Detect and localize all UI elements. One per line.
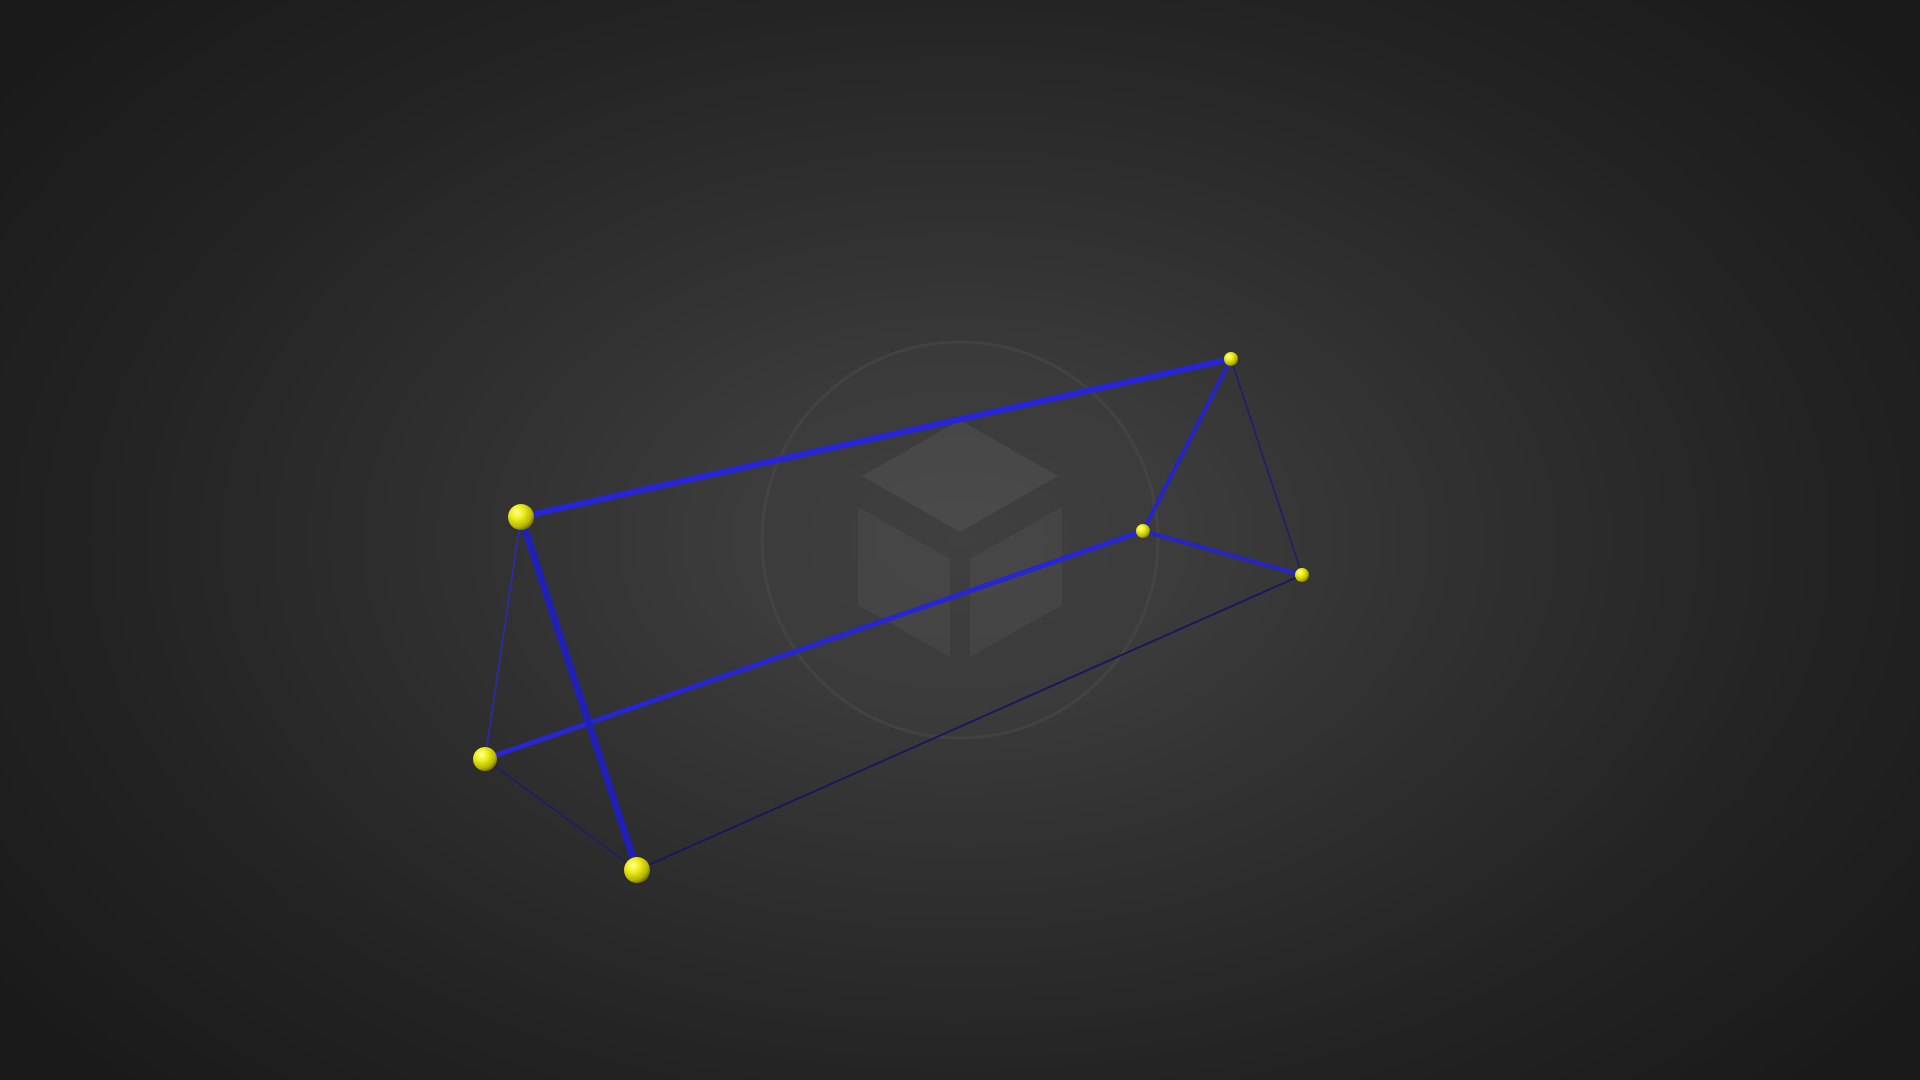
vertex-right-back[interactable]: [1295, 568, 1309, 582]
edge-back-right: [1230, 358, 1303, 576]
watermark-cube-top: [862, 420, 1058, 532]
edge-middle-long: [482, 528, 1146, 762]
watermark-cube-right: [970, 507, 1062, 657]
edge-back-base: [1141, 529, 1304, 577]
prism-vertices: [473, 352, 1309, 883]
cube-logo-icon: [760, 340, 1160, 740]
edge-front-left: [484, 516, 522, 760]
prism-edges: [482, 356, 1304, 874]
edge-back-left: [1141, 357, 1233, 533]
vertex-left-back[interactable]: [1136, 524, 1150, 538]
edge-back-bottom: [636, 574, 1303, 871]
vertex-top-front[interactable]: [508, 504, 534, 530]
vertex-bottom-right-front[interactable]: [624, 857, 650, 883]
edge-front-diagonal: [517, 513, 641, 874]
vertex-top-back[interactable]: [1224, 352, 1238, 366]
edge-top-long: [518, 356, 1234, 520]
edge-front-bottom: [484, 758, 638, 871]
vertex-bottom-left-front[interactable]: [473, 747, 497, 771]
watermark-cube-left: [858, 507, 950, 657]
watermark-circle: [760, 340, 1160, 740]
